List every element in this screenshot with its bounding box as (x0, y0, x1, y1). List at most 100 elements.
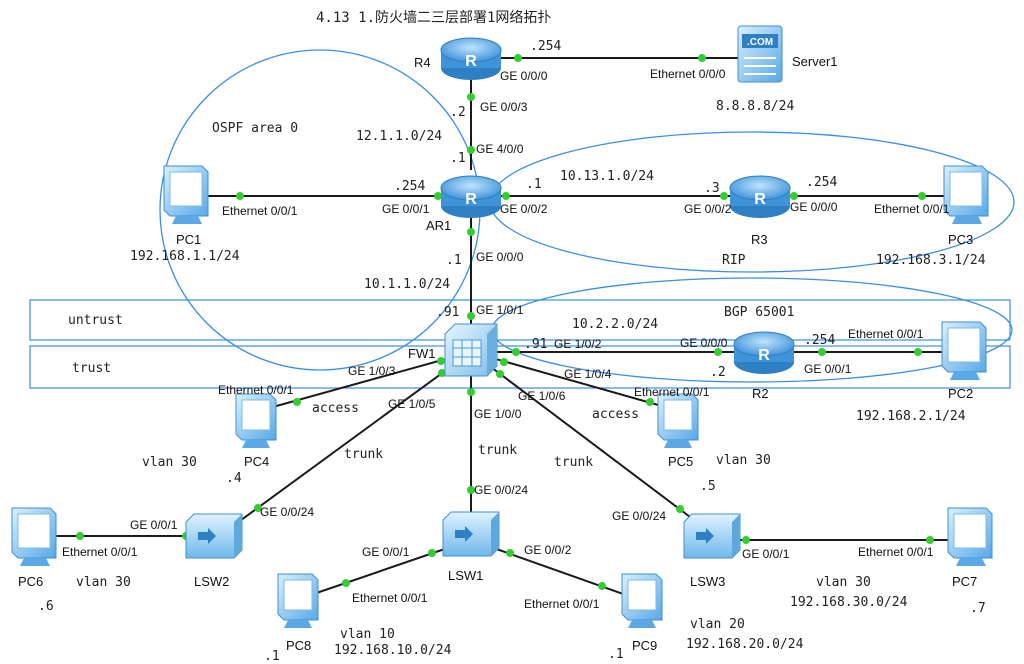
addr-ar1-dot1-right: .1 (526, 177, 542, 192)
router-r4-icon[interactable]: R (440, 37, 502, 80)
pc1-icon[interactable] (163, 165, 209, 224)
addr-r4-254: .254 (530, 39, 561, 54)
router-r3-icon[interactable]: R (729, 175, 791, 218)
port-mode-access-pc5: access (592, 407, 639, 422)
router-r2-icon[interactable]: R (733, 331, 795, 374)
pc3-name: PC3 (948, 232, 973, 247)
r3-name: R3 (751, 232, 768, 247)
if-fw-ge101: GE 1/0/1 (476, 303, 524, 317)
switch-lsw1-icon[interactable] (442, 511, 500, 557)
addr-ar1-dot1-top: .1 (450, 151, 466, 166)
if-pc2-eth: Ethernet 0/0/1 (848, 327, 924, 341)
svg-text:R: R (758, 347, 770, 364)
if-pc9-eth: Ethernet 0/0/1 (524, 597, 600, 611)
pc5-name: PC5 (668, 454, 693, 469)
addr-pc8-dot: .1 (264, 649, 280, 664)
if-fw-ge102: GE 1/0/2 (554, 337, 602, 351)
net-1013: 10.13.1.0/24 (560, 169, 654, 184)
vlan-pc7: vlan 30 (816, 575, 871, 590)
addr-r2-254: .254 (804, 333, 835, 348)
trust-zone-label: trust (72, 361, 111, 376)
addr-pc4-dot: .4 (226, 471, 242, 486)
pc8-icon[interactable] (277, 573, 319, 628)
if-pc3-eth: Ethernet 0/0/1 (874, 202, 950, 216)
addr-fw-91-right: .91 (524, 337, 547, 352)
addr-pc2-ip: 192.168.2.1/24 (856, 409, 966, 424)
firewall-fw1-icon[interactable] (444, 323, 498, 377)
net-10: 192.168.10.0/24 (334, 643, 452, 658)
port-mode-trunk-lsw1: trunk (478, 443, 517, 458)
net-12: 12.1.1.0/24 (356, 129, 442, 144)
link-lsw1-pc8 (295, 539, 472, 601)
if-r2-ge001: GE 0/0/1 (804, 362, 852, 376)
addr-pc9-dot: .1 (608, 647, 624, 662)
if-pc6-eth: Ethernet 0/0/1 (62, 545, 138, 559)
if-pc1-eth: Ethernet 0/0/1 (222, 204, 298, 218)
pc3-icon[interactable] (943, 165, 989, 224)
port-mode-trunk-lsw3: trunk (554, 455, 593, 470)
addr-pc1-ip: 192.168.1.1/24 (130, 249, 240, 264)
port-dot (502, 192, 510, 200)
addr-r2-dot2: .2 (710, 365, 726, 380)
if-fw-ge104: GE 1/0/4 (564, 367, 612, 381)
if-r3-ge000: GE 0/0/0 (790, 200, 838, 214)
port-dot (918, 192, 926, 200)
switch-lsw3-icon[interactable] (683, 513, 741, 559)
if-lsw3-ge001: GE 0/0/1 (742, 547, 790, 561)
pc7-icon[interactable] (947, 507, 993, 566)
pc1-name: PC1 (176, 232, 201, 247)
addr-r3-dot3: .3 (704, 181, 720, 196)
port-dot (342, 579, 350, 587)
lsw3-name: LSW3 (690, 574, 725, 589)
if-ar1-ge002: GE 0/0/2 (500, 202, 548, 216)
port-dot (818, 348, 826, 356)
if-fw-ge105: GE 1/0/5 (388, 397, 436, 411)
link-fw1-lsw2 (221, 351, 472, 535)
link-fw1-lsw3 (470, 351, 711, 533)
server-icon[interactable]: .COM (737, 25, 783, 83)
port-dot (467, 228, 475, 236)
port-dot (467, 93, 475, 101)
pc2-icon[interactable] (941, 321, 987, 380)
svg-text:R: R (465, 53, 477, 70)
if-ar1-ge400: GE 4/0/0 (476, 142, 524, 156)
pc6-icon[interactable] (11, 507, 57, 566)
switch-lsw2-icon[interactable] (185, 513, 243, 559)
port-dot (467, 146, 475, 154)
r2-name: R2 (752, 386, 769, 401)
port-dot (790, 192, 798, 200)
port-dot (742, 536, 750, 544)
r4-name: R4 (414, 55, 431, 70)
port-dot (434, 192, 442, 200)
pc6-name: PC6 (18, 574, 43, 589)
pc5-icon[interactable] (657, 393, 699, 448)
if-lsw2-ge001: GE 0/0/1 (130, 518, 178, 532)
port-mode-trunk-lsw2: trunk (344, 447, 383, 462)
if-fw-ge106: GE 1/0/6 (518, 389, 566, 403)
fw1-name: FW1 (408, 346, 435, 361)
svg-text:R: R (754, 191, 766, 208)
net-101: 10.1.1.0/24 (364, 277, 450, 292)
bgp-area-label: BGP 65001 (724, 305, 794, 320)
port-dot (598, 582, 606, 590)
addr-pc7-dot: .7 (970, 601, 986, 616)
port-dot (926, 536, 934, 544)
if-server-eth: Ethernet 0/0/0 (650, 67, 726, 81)
if-pc5-eth: Ethernet 0/0/1 (634, 385, 710, 399)
addr-fw-91-top: .91 (436, 305, 459, 320)
if-fw-ge100: GE 1/0/0 (474, 407, 522, 421)
if-r4-ge003: GE 0/0/3 (480, 100, 528, 114)
if-fw-ge103: GE 1/0/3 (348, 364, 396, 378)
vlan-pc6: vlan 30 (76, 575, 131, 590)
pc4-icon[interactable] (235, 393, 277, 448)
port-dot (698, 54, 706, 62)
router-ar1-icon[interactable]: R (440, 175, 502, 218)
if-pc8-eth: Ethernet 0/0/1 (352, 591, 428, 605)
lsw1-name: LSW1 (448, 568, 483, 583)
addr-ar1-dot1-bottom: .1 (446, 253, 462, 268)
pc9-icon[interactable] (621, 573, 663, 628)
port-dot (500, 358, 508, 366)
port-dot (506, 549, 514, 557)
ospf-area-label: OSPF area 0 (212, 121, 298, 136)
